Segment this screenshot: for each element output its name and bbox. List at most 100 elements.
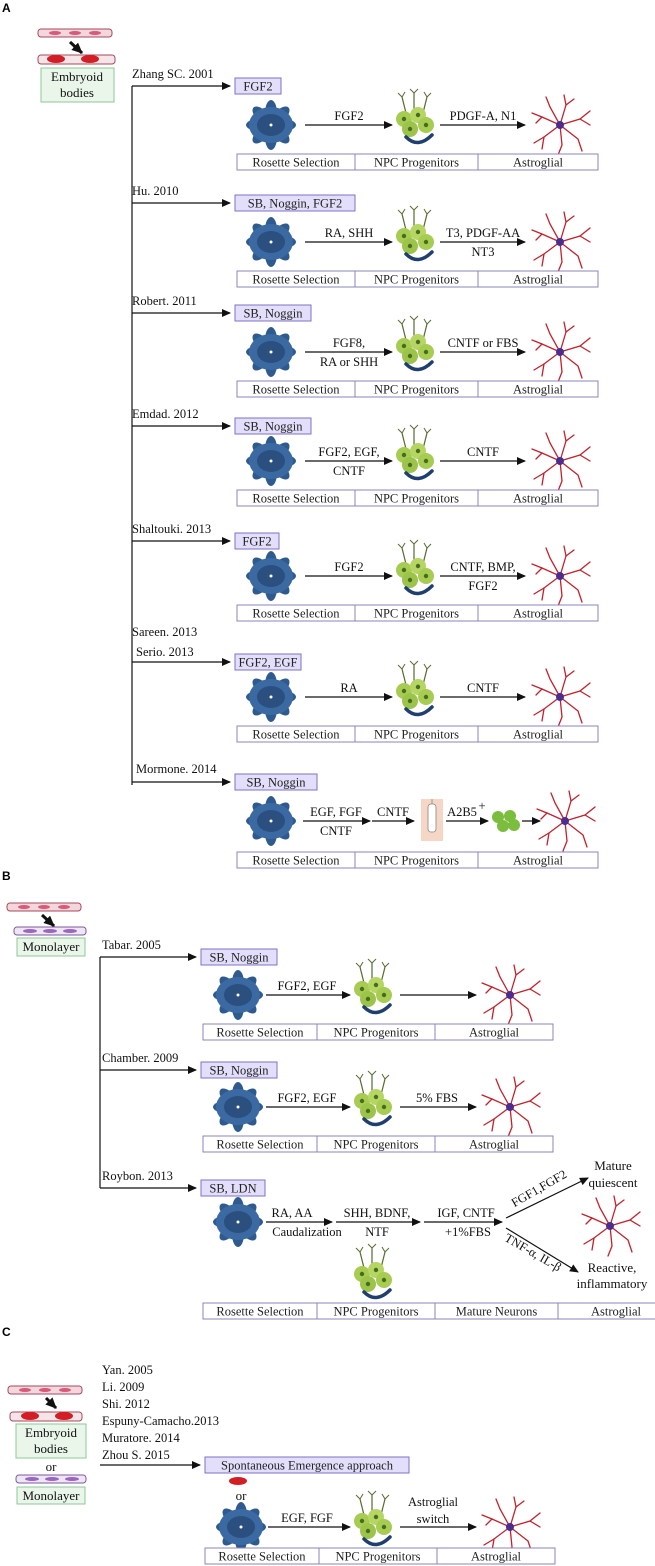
reagent-label: RA (340, 681, 357, 695)
condition-box (234, 773, 318, 791)
condition-label: SB, LDN (209, 1182, 256, 1196)
stage-label: Astroglial (513, 383, 564, 397)
rosette-icon (246, 796, 296, 846)
outcome-label: Mature (594, 1158, 632, 1173)
start-box (40, 67, 115, 103)
outcome-label: Reactive, (588, 1260, 637, 1275)
condition-box (234, 653, 302, 671)
start-box (15, 1423, 87, 1459)
reagent-label: EGF, FGF (281, 1511, 333, 1525)
reagent-label: A2B5 (447, 805, 477, 819)
start-label: Monolayer (22, 939, 80, 954)
culture-dish-icon (6, 902, 82, 912)
condition-box (200, 1061, 278, 1079)
branch-up-arrow (505, 1177, 589, 1219)
reagent-label: FGF2, EGF (277, 979, 336, 993)
rosette-icon (246, 672, 296, 722)
reference-label: Mormone. 2014 (136, 762, 217, 776)
stage-label: NPC Progenitors (333, 1026, 418, 1040)
condition-label: FGF2 (242, 535, 271, 549)
condition-label: SB, Noggin (246, 776, 306, 790)
condition-box (200, 948, 278, 966)
stage-label: Rosette Selection (252, 156, 340, 170)
stage-cell (477, 851, 599, 869)
stage-cell (477, 725, 599, 743)
reference-label: Yan. 2005 (102, 1363, 153, 1377)
stage-label: Rosette Selection (218, 1550, 306, 1564)
sorted-cell (508, 819, 520, 831)
stage-label: Astroglial (469, 1026, 520, 1040)
stage-label: Rosette Selection (216, 1138, 304, 1152)
stage-label: NPC Progenitors (333, 1305, 418, 1319)
reagent-label: NTF (365, 1225, 389, 1239)
reference-label: Tabar. 2005 (102, 938, 161, 952)
stage-label: Rosette Selection (252, 728, 340, 742)
branch-tree (99, 953, 197, 1192)
condition-box (204, 1456, 410, 1474)
reference-label: Zhou S. 2015 (102, 1448, 170, 1462)
stage-cell (477, 489, 599, 507)
rosette-icon (246, 327, 296, 377)
reagent-label: FGF2, EGF, (318, 445, 379, 459)
arrow-icon (68, 40, 84, 55)
stage-label: NPC Progenitors (374, 728, 459, 742)
npc-icon (394, 423, 436, 481)
reagent-label: IGF, CNTF (437, 1206, 494, 1220)
reagent-label: CNTF, BMP, (450, 560, 515, 574)
start-label: Embryoid (51, 69, 103, 84)
branch-tree (131, 82, 231, 786)
rosette-icon (246, 100, 296, 150)
reagent-label: SHH, BDNF, (344, 1206, 411, 1220)
reference-label: Muratore. 2014 (102, 1431, 181, 1445)
embryoid-dish-icon (9, 1411, 83, 1422)
stage-label: NPC Progenitors (374, 854, 459, 868)
stage-label: NPC Progenitors (374, 273, 459, 287)
stage-label: Rosette Selection (252, 854, 340, 868)
reagent-label: CNTF (467, 445, 499, 459)
stage-label: Rosette Selection (252, 492, 340, 506)
reagent-label: CNTF (467, 681, 499, 695)
outcome-label: inflammatory (577, 1276, 648, 1291)
embryoid-dish-icon (37, 54, 116, 65)
stage-cell (436, 1547, 556, 1565)
stage-label: Rosette Selection (216, 1026, 304, 1040)
astrocyte-icon (531, 211, 591, 273)
stage-cell (477, 153, 599, 171)
reagent-label: FGF2 (468, 579, 497, 593)
sorted-cells-icon (492, 810, 520, 832)
start-box (16, 1486, 86, 1505)
reagent-label: CNTF (320, 824, 352, 838)
npc-icon (394, 659, 436, 717)
sorted-cell (504, 810, 516, 822)
stage-label: Astroglial (513, 607, 564, 621)
stage-cell (477, 604, 599, 622)
stage-label: Astroglial (513, 492, 564, 506)
sorted-cell (492, 811, 504, 823)
stage-label: Rosette Selection (216, 1305, 304, 1319)
arrow-icon (40, 913, 56, 928)
reference-label: Zhang SC. 2001 (132, 67, 214, 81)
sorting-tube-icon (421, 799, 443, 841)
stage-label: Rosette Selection (252, 607, 340, 621)
start-label: bodies (34, 1441, 68, 1456)
stage-label: NPC Progenitors (374, 156, 459, 170)
npc-icon (394, 87, 436, 145)
reagent-label: FGF2, EGF (277, 1091, 336, 1105)
stage-label: Astroglial (469, 1138, 520, 1152)
stage-cell (477, 380, 599, 398)
panel-label: C (2, 1325, 11, 1339)
stage-label: Astroglial (471, 1550, 522, 1564)
reagent-label: FGF2 (334, 560, 363, 574)
npc-icon (352, 1069, 394, 1127)
stage-label: NPC Progenitors (333, 1138, 418, 1152)
condition-label: FGF2, EGF (238, 656, 297, 670)
condition-label: SB, Noggin (243, 420, 303, 434)
condition-label: SB, Noggin (209, 1064, 269, 1078)
branch-down-arrow (505, 1227, 579, 1273)
reagent-label: FGF8, (333, 336, 365, 350)
stage-cell (557, 1302, 655, 1320)
